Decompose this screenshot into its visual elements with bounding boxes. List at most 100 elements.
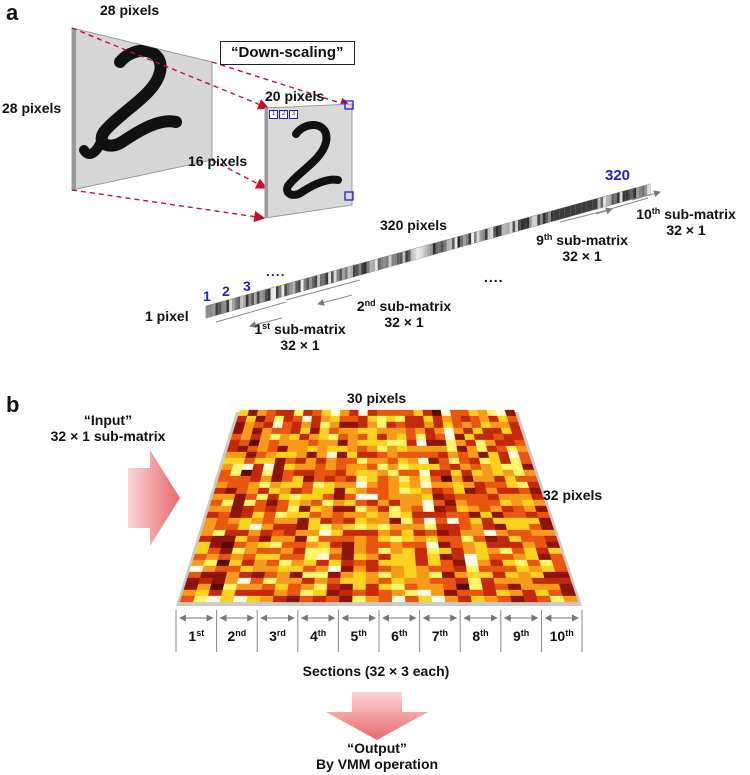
heatmap-cell: [258, 535, 272, 543]
heatmap-cell: [321, 499, 334, 507]
heatmap-cell: [230, 505, 244, 513]
downscaled-image: [264, 100, 354, 219]
strip-pixel: [490, 227, 494, 239]
heatmap-cell: [269, 541, 283, 549]
strip-pixel: [479, 230, 483, 242]
heatmap-cell: [221, 499, 235, 507]
strip-pixel: [278, 285, 282, 298]
heatmap-cell: [189, 565, 204, 573]
heatmap-cell: [245, 541, 259, 549]
heatmap-cell: [333, 493, 346, 501]
strip-pixel: [325, 272, 329, 285]
strip-pixel: [256, 291, 260, 304]
strip-pixel: [221, 301, 224, 314]
heatmap-cell: [241, 427, 254, 435]
heatmap-cell: [409, 481, 422, 489]
heatmap-cell: [385, 409, 396, 417]
heatmap-cell: [523, 595, 539, 603]
heatmap-cell: [313, 583, 328, 591]
heatmap-cell: [366, 523, 379, 531]
heatmap-cell: [264, 415, 276, 423]
heatmap-cell: [442, 421, 454, 429]
heatmap-cell: [201, 565, 217, 573]
heatmap-cell: [220, 541, 235, 549]
heatmap-cell: [495, 529, 509, 537]
heatmap-cell: [404, 577, 418, 585]
heatmap-cell: [422, 499, 435, 507]
heatmap-cell: [531, 577, 547, 585]
heatmap-cell: [378, 577, 392, 585]
heatmap-cell: [261, 583, 276, 591]
heatmap-cell: [435, 439, 447, 447]
heatmap-cell: [222, 583, 238, 591]
heatmap-cell: [292, 475, 304, 483]
heatmap-cell: [367, 439, 378, 447]
heatmap-cell: [515, 517, 530, 525]
heatmap-cell: [403, 559, 417, 567]
strip-pixel: [476, 230, 480, 243]
heatmap-cell: [348, 421, 359, 429]
heatmap-cell: [472, 427, 484, 435]
heatmap-cell: [259, 433, 272, 441]
heatmap-cell: [209, 499, 224, 507]
heatmap-cell: [277, 499, 290, 507]
heatmap-cell: [345, 475, 357, 483]
strip-pixel: [542, 212, 546, 224]
heatmap-cell: [390, 565, 405, 573]
heatmap-cell: [420, 487, 433, 495]
heatmap-cell: [316, 559, 330, 567]
pixel-marker-top-right: [344, 100, 354, 110]
strip-pixel: [592, 199, 595, 211]
heatmap-cell: [513, 511, 528, 519]
heatmap-cell: [339, 595, 353, 603]
heatmap-cell: [339, 415, 350, 423]
heatmap-cell: [422, 505, 435, 513]
heatmap-cell: [367, 445, 378, 453]
heatmap-cell: [478, 457, 492, 465]
heatmap-cell: [491, 511, 505, 519]
strip-pixel: [300, 279, 304, 292]
heatmap-cell: [454, 433, 466, 441]
heatmap-cell: [404, 415, 415, 423]
heatmap-cell: [465, 565, 480, 573]
heatmap-cell: [465, 493, 478, 501]
heatmap-cell: [532, 499, 547, 507]
heatmap-cell: [530, 529, 545, 537]
heatmap-cell: [200, 529, 215, 537]
strip-pixel: [366, 261, 370, 274]
heatmap-cell: [455, 577, 470, 585]
heatmap-cell: [314, 463, 327, 471]
heatmap-cell: [459, 409, 470, 417]
heatmap-cell: [390, 553, 404, 561]
heatmap-cell: [433, 505, 447, 513]
sub-matrix-markers: [215, 190, 661, 328]
heatmap-cell: [243, 457, 256, 465]
heatmap-cell: [357, 439, 368, 447]
heatmap-cell: [520, 535, 535, 543]
heatmap-cell: [405, 427, 417, 435]
heatmap-cell: [214, 523, 228, 531]
heatmap-cell: [366, 481, 378, 489]
heatmap-cell: [211, 493, 225, 501]
heatmap-cell: [366, 529, 379, 537]
strip-pixel: [347, 266, 351, 279]
heatmap-cell: [518, 487, 532, 495]
heatmap-cell: [269, 481, 282, 489]
heatmap-cell: [272, 595, 288, 603]
heatmap-cell: [366, 541, 379, 549]
heatmap-cell: [454, 493, 467, 501]
strip-pixel: [435, 242, 439, 254]
heatmap-cell: [540, 523, 555, 531]
heatmap-cell: [222, 493, 236, 501]
heatmap-cell: [430, 481, 443, 489]
heatmap-cell: [434, 433, 446, 441]
heatmap-cell: [551, 559, 567, 567]
heatmap-cell: [505, 481, 519, 489]
heatmap-cell: [325, 463, 337, 471]
heatmap-cell: [449, 409, 461, 417]
heatmap-cell: [450, 415, 462, 423]
heatmap-cell: [453, 427, 465, 435]
heatmap-cell: [309, 511, 322, 519]
heatmap-cell: [430, 475, 443, 483]
heatmap-cell: [527, 481, 541, 489]
